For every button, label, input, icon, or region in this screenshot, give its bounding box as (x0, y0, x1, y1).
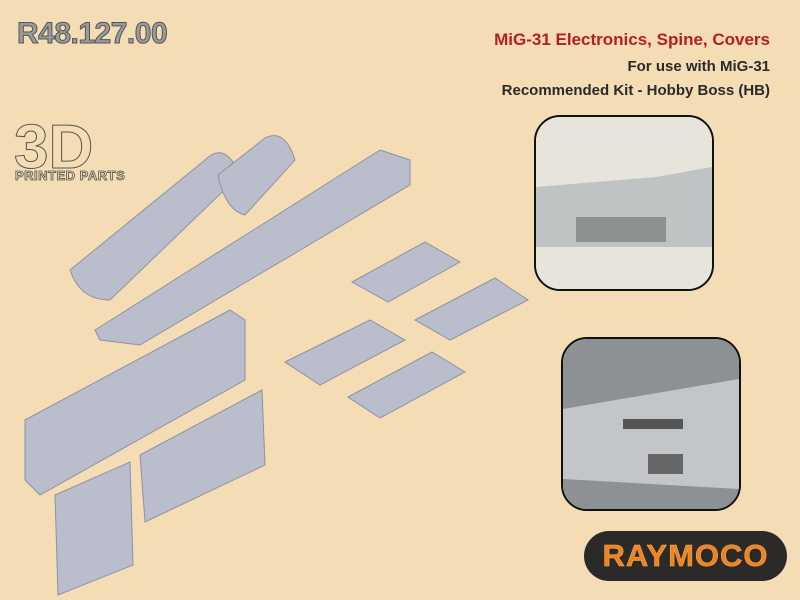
raymoco-logo: RAYMOCO (584, 531, 787, 581)
electronics-rack (24, 309, 246, 496)
spine-part (94, 149, 411, 346)
installed-photo-bottom (561, 337, 741, 511)
panel-part (413, 277, 529, 341)
recommended-kit-text: Recommended Kit - Hobby Boss (HB) (501, 82, 770, 99)
cover-part (217, 135, 296, 216)
panel-part (350, 241, 462, 303)
installed-photo-bottom-image (563, 339, 739, 509)
3d-logo-text: 3D (14, 118, 93, 173)
panel-part (54, 461, 134, 596)
brand-name: RAYMOCO (602, 538, 769, 574)
compatibility-text: For use with MiG-31 (627, 58, 770, 75)
product-code: R48.127.00 (16, 17, 168, 51)
installed-photo-top-image (536, 117, 712, 289)
tray-part (347, 351, 467, 419)
product-title: MiG-31 Electronics, Spine, Covers (494, 30, 770, 49)
tray-part (283, 319, 407, 386)
panel-part (139, 389, 266, 523)
installed-photo-top (534, 115, 714, 291)
3d-logo: 3D (14, 118, 94, 173)
printed-parts-label: PRINTED PARTS (15, 168, 126, 184)
